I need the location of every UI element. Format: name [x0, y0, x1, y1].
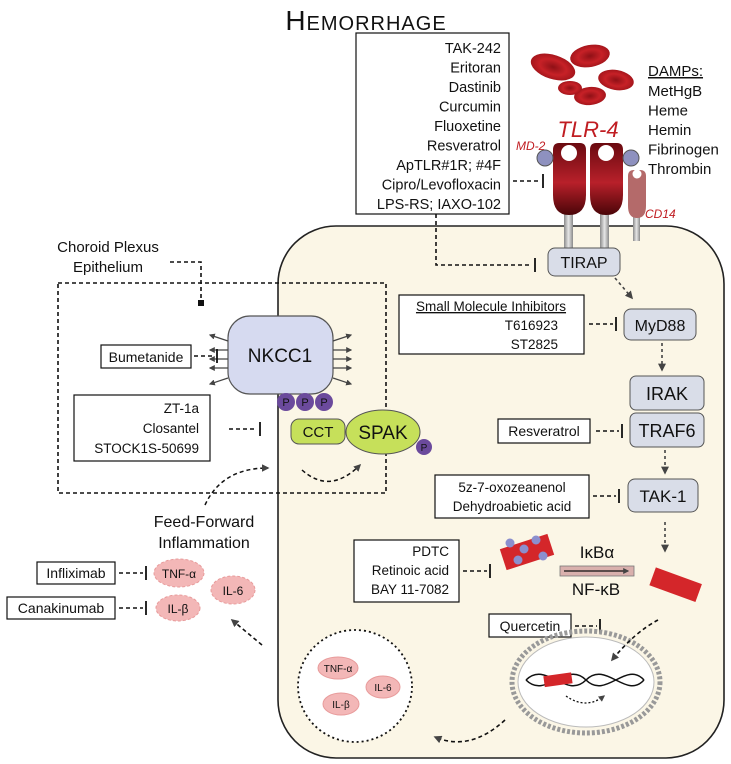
vesicle-ilb: IL-β — [332, 700, 350, 711]
tlr4-inhibitor-item: Cipro/Levofloxacin — [382, 178, 501, 194]
phospho-label-4: P — [421, 443, 428, 454]
tirap-box — [547, 247, 621, 277]
tlr4-inhibitors-to-tirap-line — [435, 214, 532, 266]
nfkb-bound-dna — [543, 672, 573, 688]
tlr4-inhibitor-item: Dastinib — [449, 80, 501, 96]
canakinumab-box — [6, 596, 116, 620]
phospho-label-2: P — [301, 397, 308, 409]
tak1-inhibitor-1: 5z-7-oxozeanenol — [458, 480, 565, 495]
feed-forward-line1: Feed-Forward — [154, 514, 254, 531]
spak-inhibitor-2: Closantel — [143, 421, 199, 436]
myd88-label: MyD88 — [635, 318, 686, 335]
traf6-inhibitor-label: Resveratrol — [508, 423, 580, 439]
spak-ellipse — [345, 409, 421, 455]
quercetin-box — [488, 613, 572, 638]
tlr4-inhibitor-box — [355, 32, 510, 215]
cytokine-vesicle — [297, 629, 413, 743]
spak-inhibitor-1: ZT-1a — [164, 401, 200, 416]
myd88-inhibitor-2: ST2825 — [511, 337, 558, 352]
nfkb-inhibitor-box — [353, 539, 460, 603]
ikba-label: IκBα — [580, 543, 615, 562]
damp-item: Thrombin — [648, 161, 711, 178]
tak1-label: TAK-1 — [640, 487, 687, 506]
tak1-inhibitor-box — [434, 474, 590, 519]
tlr4-inhibitor-item: Curcumin — [439, 100, 501, 116]
tlr4-inhibitor-item: TAK-242 — [445, 41, 501, 57]
myd88-inhibitor-1: T616923 — [505, 318, 558, 333]
nkcc1-box — [227, 315, 334, 395]
tlr4-receptor — [536, 143, 646, 254]
choroid-plexus-region — [57, 282, 387, 494]
diagram-title: Hemorrhage — [285, 5, 446, 36]
tirap-label: TIRAP — [560, 255, 607, 272]
nucleus-envelope — [509, 628, 663, 736]
myd88-inhibitor-box — [398, 294, 585, 355]
damp-item: Fibrinogen — [648, 142, 719, 159]
nfkb-inhibitor-2: Retinoic acid — [372, 563, 449, 578]
tak1-inhibitor-2: Dehydroabietic acid — [453, 499, 572, 514]
bumetanide-label: Bumetanide — [109, 349, 184, 365]
tlr4-inhibitor-item: Fluoxetine — [434, 119, 501, 135]
red-blood-cells — [530, 44, 634, 106]
free-nfkb — [649, 567, 702, 603]
nfkb-inhibitor-3: BAY 11-7082 — [371, 582, 449, 597]
ion-transport-arrows — [208, 333, 353, 386]
md2-circle — [536, 149, 554, 167]
tlr4-label: TLR-4 — [557, 117, 618, 142]
myd88-inhibitor-heading: Small Molecule Inhibitors — [416, 299, 566, 314]
cct-box — [290, 418, 346, 445]
secretion-arrow — [230, 618, 263, 646]
cd14-label: CD14 — [645, 207, 676, 221]
quercetin-label: Quercetin — [500, 618, 561, 634]
vesicle-tnfa: TNF-α — [324, 664, 353, 675]
md2-label: MD-2 — [516, 139, 546, 153]
choroid-label-line2: Epithelium — [73, 259, 143, 276]
infliximab-label: Infliximab — [46, 565, 105, 581]
tlr4-inhibitor-item: Eritoran — [450, 61, 501, 77]
feed-forward-line2: Inflammation — [158, 535, 250, 552]
extracellular-tnfa: TNF-α — [162, 567, 196, 581]
nucleus-to-vesicle-arrow — [433, 719, 506, 744]
spak-activation-arrow — [301, 463, 362, 483]
feed-forward-arrow — [204, 464, 270, 506]
phospho-label-3: P — [320, 397, 327, 409]
nkcc1-label: NKCC1 — [248, 346, 312, 367]
canakinumab-label: Canakinumab — [18, 600, 105, 616]
nfkb-label: NF-κB — [572, 580, 620, 599]
tak1-box — [627, 478, 699, 513]
cct-label: CCT — [303, 424, 334, 441]
traf6-label: TRAF6 — [638, 421, 695, 441]
choroid-label-line1: Choroid Plexus — [57, 239, 159, 256]
tlr4-inhibitor-item: ApTLR#1R; #4F — [396, 158, 501, 174]
traf6-inhibitor-box — [497, 418, 591, 444]
phospho-label-1: P — [282, 397, 289, 409]
bumetanide-box — [100, 344, 192, 369]
phosphate-groups — [277, 393, 432, 455]
nfkb-inhibitor-1: PDTC — [412, 544, 449, 559]
tlr4-inhibitor-item: LPS-RS; IAXO-102 — [377, 197, 501, 213]
tlr4-inhibitor-item: Resveratrol — [427, 139, 501, 155]
spak-inhibitor-3: STOCK1S-50699 — [94, 441, 199, 456]
damp-item: Hemin — [648, 122, 691, 139]
damps-heading: DAMPs: — [648, 63, 703, 80]
infliximab-box — [36, 561, 116, 585]
extracellular-il6: IL-6 — [223, 584, 244, 598]
spak-inhibitor-box — [73, 394, 211, 462]
traf6-box — [629, 412, 705, 448]
irak-box — [629, 375, 705, 411]
damp-item: Heme — [648, 103, 688, 120]
nfkb-to-nucleus-arrow — [610, 619, 659, 662]
myd88-box — [623, 308, 697, 341]
damp-item: MetHgB — [648, 83, 702, 100]
vesicle-il6: IL-6 — [374, 683, 392, 694]
extracellular-ilb: IL-β — [168, 602, 189, 616]
irak-label: IRAK — [646, 384, 688, 404]
choroid-leader-line — [170, 261, 202, 302]
tlr4-inhibitor-list: TAK-242EritoranDastinibCurcuminFluoxetin… — [377, 41, 501, 213]
spak-label: SPAK — [358, 423, 408, 444]
